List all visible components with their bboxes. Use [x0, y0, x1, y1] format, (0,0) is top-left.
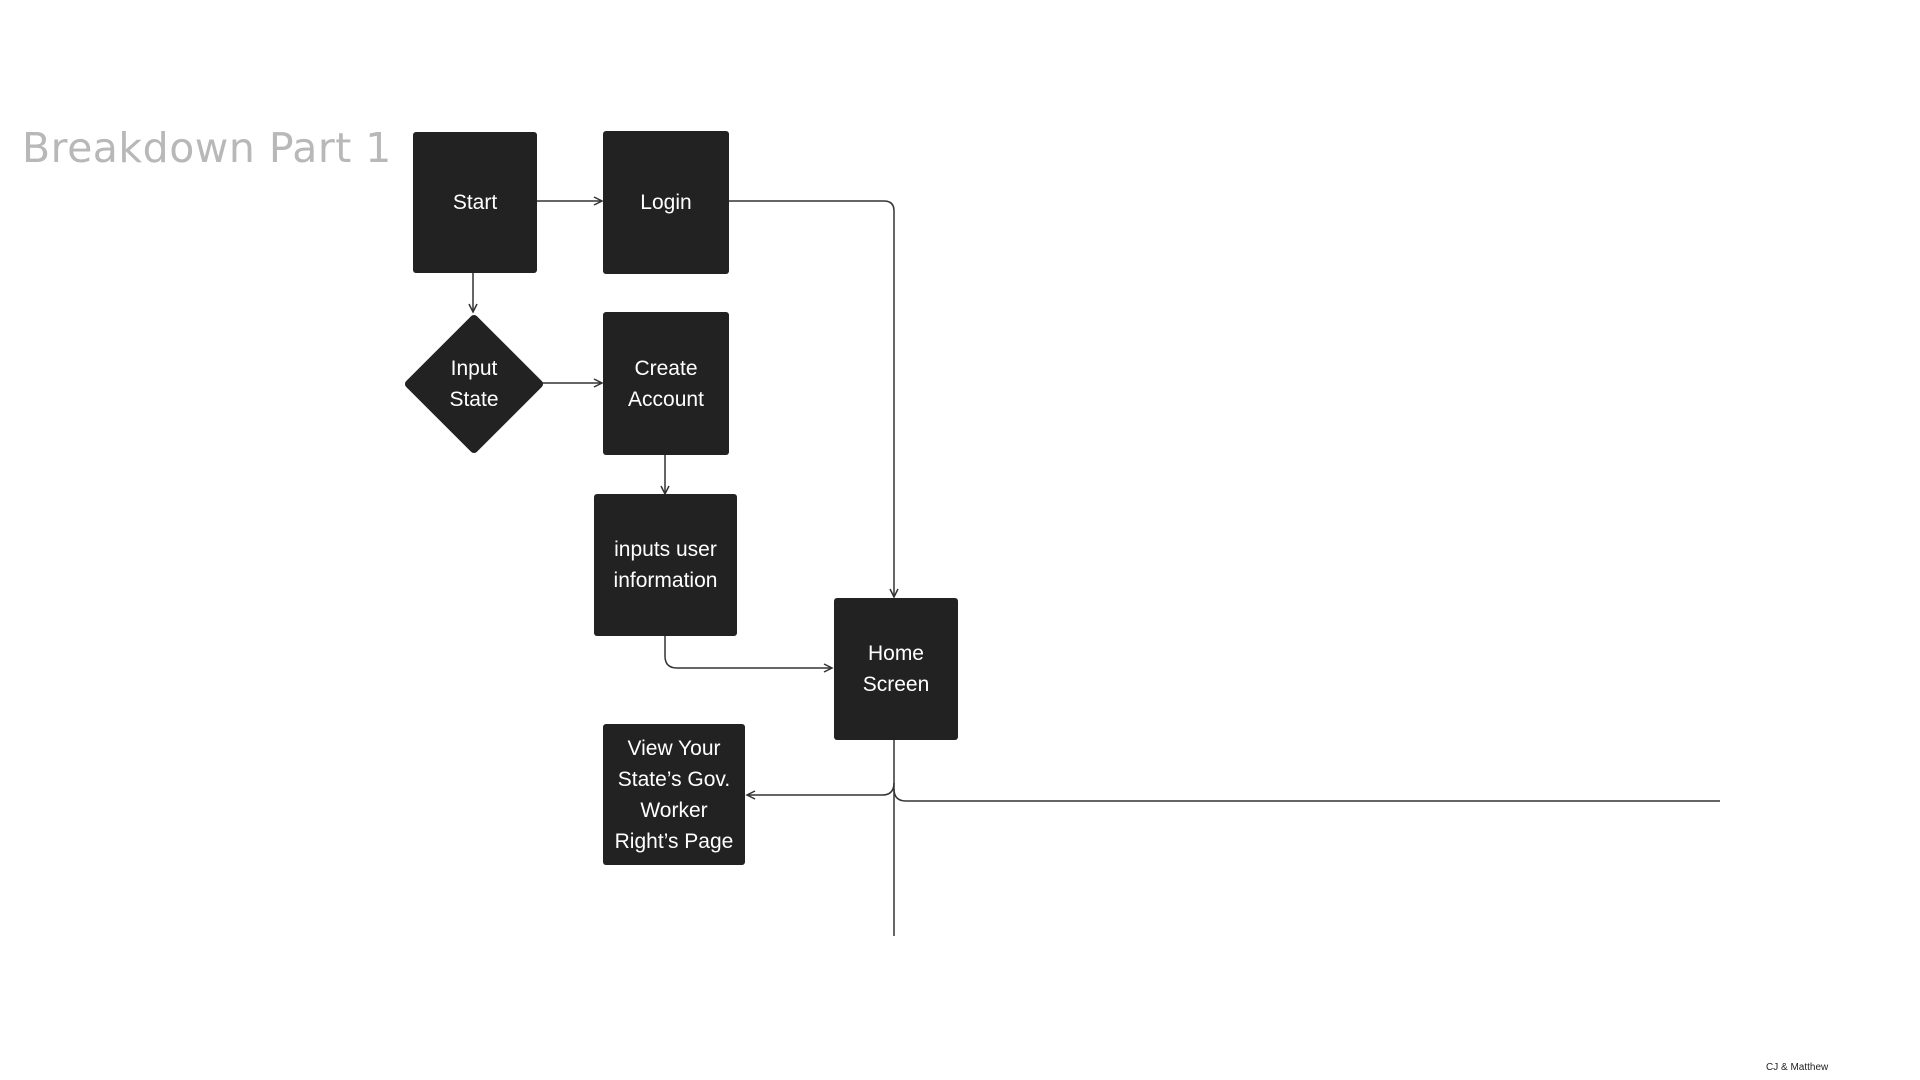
input-state-decision-node: Input State — [403, 312, 545, 455]
start-node: Start — [413, 132, 537, 273]
login-node-label: Login — [640, 191, 692, 214]
inputs-user-information-node: inputs user information — [594, 494, 737, 636]
home-screen-label: Home Screen — [862, 642, 930, 696]
view-rights-page-label: View Your State’s Gov. Worker Right’s Pa… — [614, 736, 734, 853]
connector-inputs-user-information-to-home-screen — [664, 636, 834, 673]
connector-login-to-home-screen — [729, 200, 899, 599]
login-node: Login — [603, 131, 729, 274]
input-state-label: Input State — [449, 356, 499, 411]
create-account-label: Create Account — [628, 356, 704, 411]
inputs-user-information-label: inputs user information — [613, 538, 718, 592]
create-account-node: Create Account — [603, 312, 729, 455]
slide-title: Breakdown Part 1 — [22, 124, 392, 172]
connector-home-screen-to-right-branch — [893, 788, 1720, 802]
footer-credit: CJ & Matthew — [1766, 1062, 1829, 1073]
connector-home-screen-to-view-rights-page — [745, 740, 895, 800]
start-node-label: Start — [452, 191, 498, 214]
home-screen-node: Home Screen — [834, 598, 958, 740]
view-rights-page-node: View Your State’s Gov. Worker Right’s Pa… — [603, 724, 745, 865]
